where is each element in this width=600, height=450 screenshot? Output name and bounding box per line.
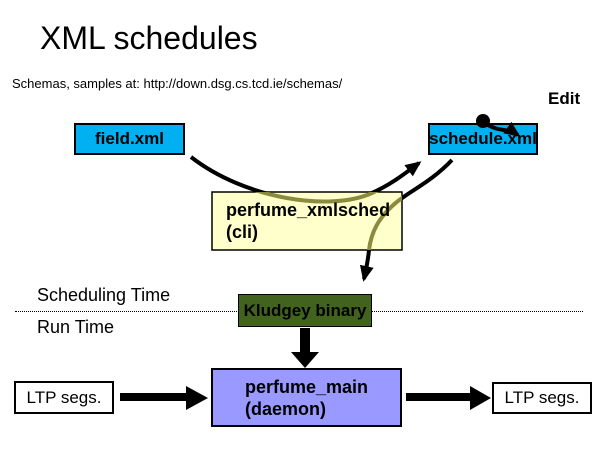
node-field-xml-label: field.xml — [95, 129, 164, 148]
schemas-url-note: Schemas, samples at: http://down.dsg.cs.… — [12, 76, 343, 91]
node-field-xml: field.xml — [74, 123, 185, 155]
node-schedule-xml: schedule.xml — [428, 123, 538, 155]
arrow-perfume-main-to-ltp-right — [406, 386, 491, 410]
run-time-label: Run Time — [37, 317, 115, 337]
node-ltp-segs-right: LTP segs. — [492, 382, 592, 414]
node-kludgey-binary-label: Kludgey binary — [243, 300, 367, 320]
arrow-ltp-left-to-perfume-main — [120, 386, 208, 410]
node-perfume-main-line1: perfume_main — [244, 376, 369, 397]
node-ltp-segs-right-label: LTP segs. — [504, 388, 580, 407]
node-perfume-xmlsched-line2: (cli) — [226, 222, 259, 242]
node-schedule-xml-label: schedule.xml — [429, 129, 537, 148]
node-ltp-segs-left-label: LTP segs. — [26, 387, 102, 407]
node-perfume-main: perfume_main (daemon) — [211, 368, 402, 427]
node-perfume-main-line2: (daemon) — [244, 398, 326, 419]
slide-title: XML schedules — [40, 20, 258, 56]
edit-label: Edit — [548, 89, 581, 108]
arrow-kludgey-to-perfume-main — [291, 328, 319, 368]
scheduling-time-label: Scheduling Time — [37, 285, 171, 305]
node-perfume-xmlsched-label: perfume_xmlsched (cli) — [212, 192, 402, 250]
node-kludgey-binary: Kludgey binary — [238, 294, 372, 327]
node-ltp-segs-left: LTP segs. — [14, 381, 114, 414]
node-perfume-xmlsched-line1: perfume_xmlsched — [226, 200, 391, 220]
